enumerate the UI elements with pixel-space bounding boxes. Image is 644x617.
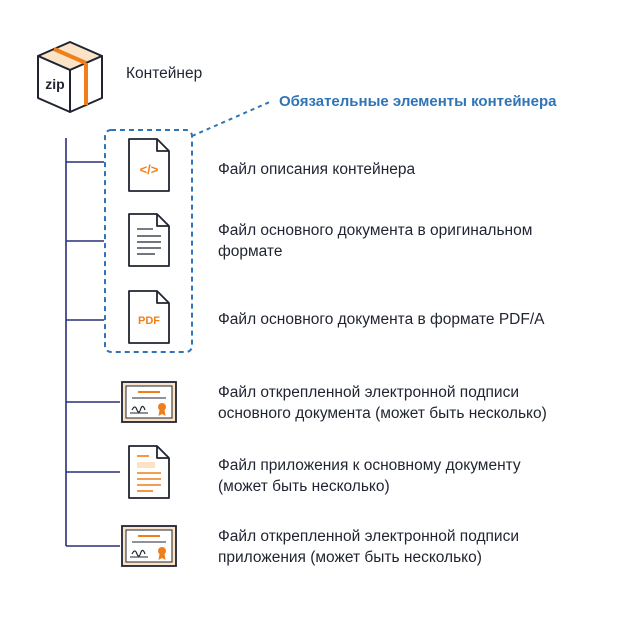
item-label-line: основного документа (может быть нескольк…	[218, 405, 547, 422]
item-label-original-format: Файл основного документа в оригинальном …	[218, 220, 532, 262]
item-label-line: Файл открепленной электронной подписи	[218, 384, 519, 401]
item-label-description-file: Файл описания контейнера	[218, 161, 416, 178]
item-label-main-signature: Файл открепленной электронной подписи ос…	[218, 382, 547, 424]
code-file-glyph: </>	[139, 162, 159, 177]
mandatory-elements-callout: Обязательные элементы контейнера	[279, 93, 557, 110]
zip-box-icon	[34, 40, 106, 116]
zip-box-text: zip	[45, 76, 65, 92]
item-label-attachment-signature: Файл открепленной электронной подписи пр…	[218, 526, 519, 568]
item-label-line: Файл открепленной электронной подписи	[218, 528, 519, 545]
item-label-line: Файл приложения к основному документу	[218, 457, 521, 474]
item-label-line: Файл основного документа в оригинальном	[218, 222, 533, 239]
item-label-attachment: Файл приложения к основному документу (м…	[218, 455, 521, 497]
container-label: Контейнер	[126, 65, 203, 82]
pdf-file-glyph: PDF	[138, 315, 160, 327]
item-label-line: приложения (может быть несколько)	[218, 549, 482, 566]
text-document-icon	[127, 212, 171, 268]
pdf-file-icon	[127, 289, 171, 345]
code-file-icon	[127, 137, 171, 193]
item-label-line: формате	[218, 243, 283, 260]
item-label-pdfa: Файл основного документа в формате PDF/A	[218, 311, 545, 328]
item-label-line: (может быть несколько)	[218, 478, 390, 495]
attachment-document-icon	[127, 444, 171, 500]
signature-certificate-icon	[120, 524, 178, 568]
signature-certificate-icon	[120, 380, 178, 424]
